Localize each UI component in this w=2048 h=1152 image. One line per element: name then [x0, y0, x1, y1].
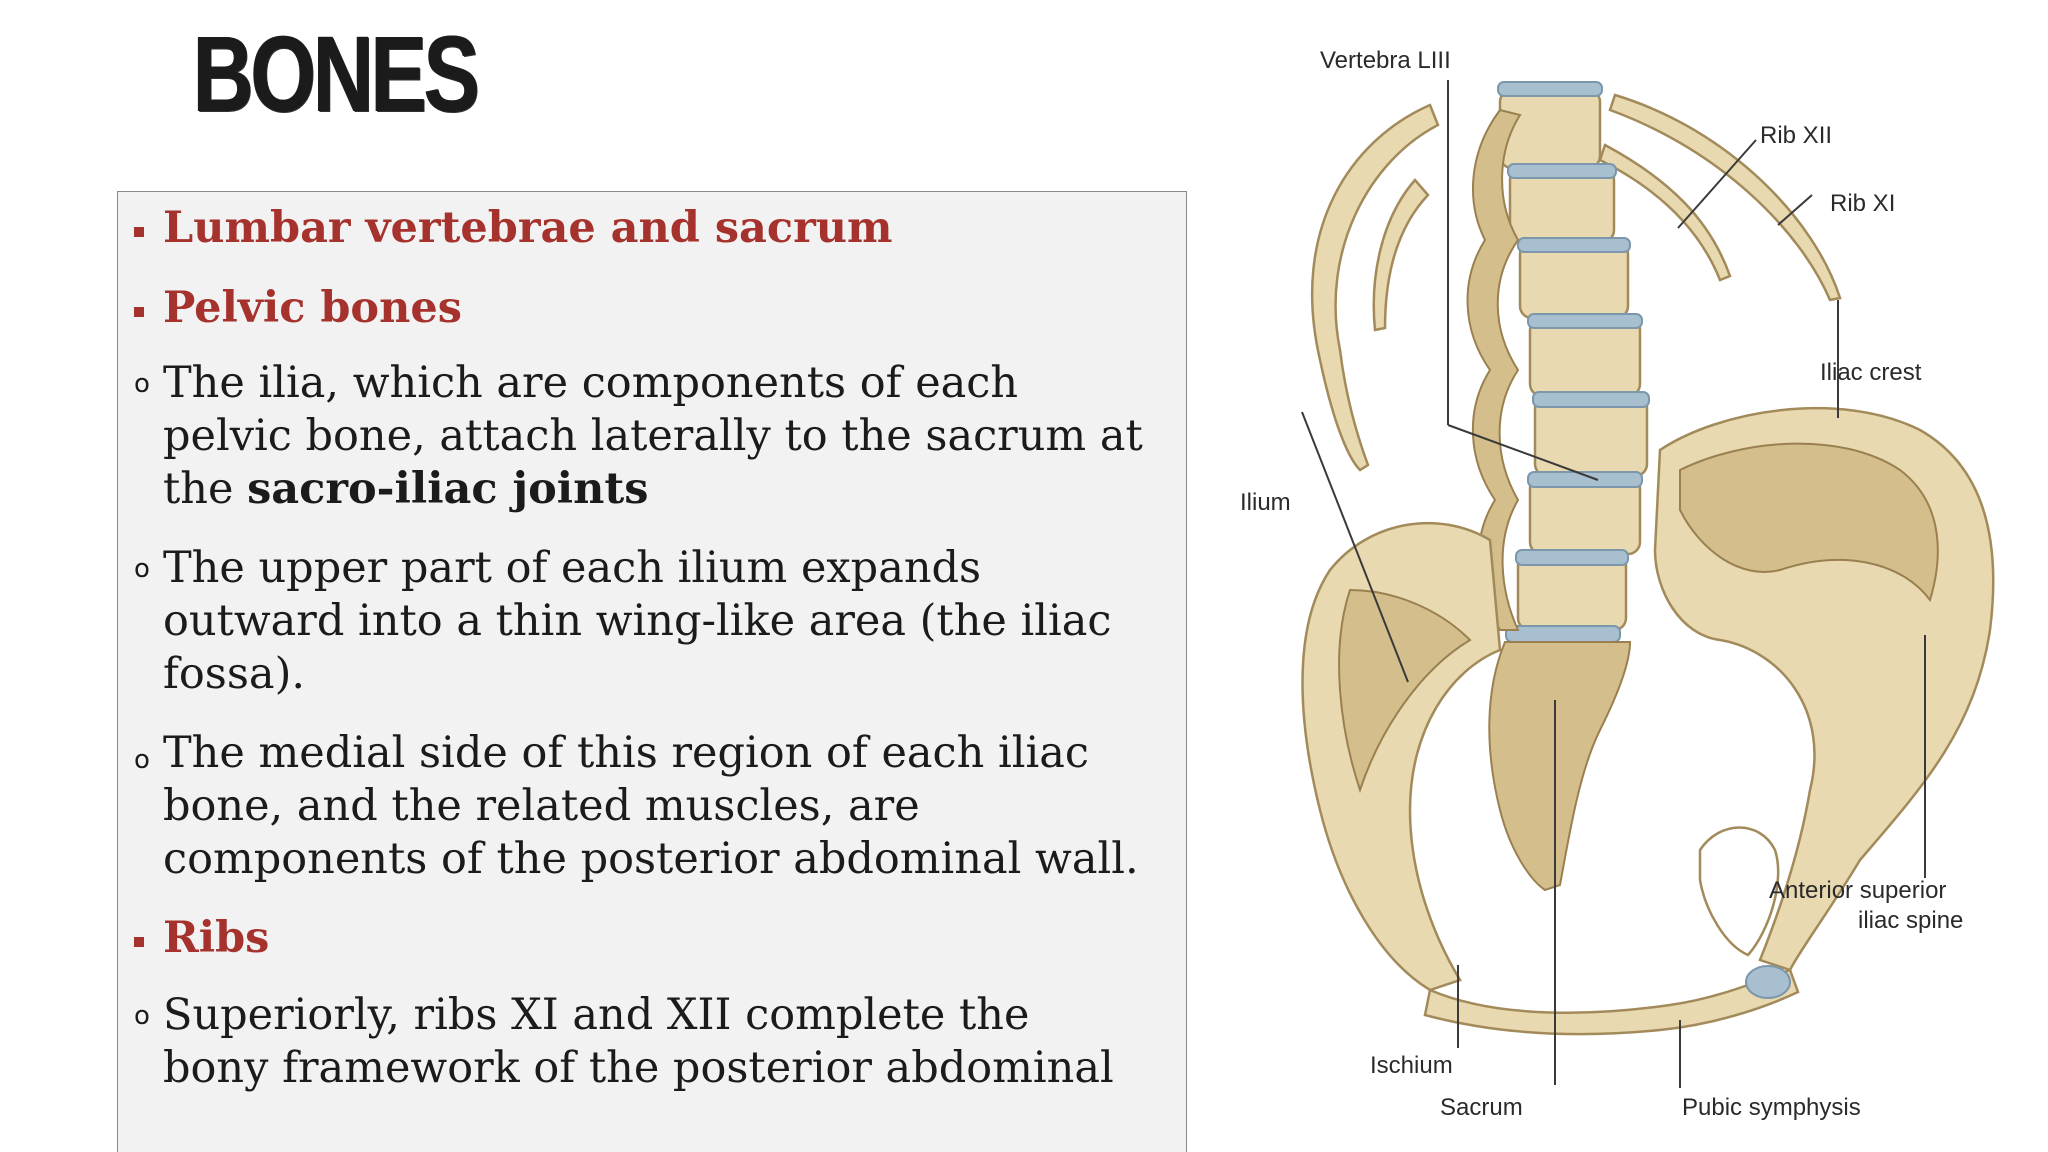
- vertebra-body: [1508, 166, 1616, 244]
- label-pubic: Pubic symphysis: [1682, 1094, 1861, 1121]
- bullet-text: Superiorly, ribs XI and XII complete the…: [163, 990, 1114, 1093]
- leader-ilium: [1301, 411, 1409, 683]
- spinous-processes: [1466, 108, 1522, 631]
- vertebra-body: [1498, 88, 1602, 170]
- bullet-text: Ribs: [163, 913, 270, 963]
- square-bullet-icon: [134, 307, 144, 317]
- obturator-foramen: [1698, 826, 1780, 957]
- leader-vertebra-2: [1447, 424, 1599, 481]
- vertebra-body: [1528, 316, 1642, 398]
- left-ilium: [1301, 521, 1502, 992]
- label-ischium: Ischium: [1370, 1052, 1453, 1079]
- label-sacrum: Sacrum: [1440, 1094, 1523, 1121]
- rib-left-long: [1310, 103, 1440, 472]
- disc: [1527, 471, 1643, 488]
- slide-title: BONES: [193, 13, 480, 134]
- disc: [1505, 625, 1621, 643]
- label-rib12: Rib XII: [1760, 122, 1832, 149]
- bold-term: sacro-iliac joints: [247, 464, 649, 514]
- rib-xi: [1608, 93, 1842, 302]
- vertebra-body: [1518, 240, 1630, 320]
- left-iliac-fossa: [1338, 588, 1472, 794]
- circle-bullet-icon: o: [134, 369, 150, 399]
- leader-rib12: [1677, 139, 1757, 229]
- disc: [1527, 313, 1643, 329]
- square-bullet-icon: [134, 227, 144, 237]
- square-bullet-icon: [134, 937, 144, 947]
- right-iliac-fossa: [1679, 442, 1939, 603]
- label-asis-2: iliac spine: [1858, 907, 1963, 934]
- content-box: Lumbar vertebrae and sacrum Pelvic bones…: [117, 191, 1187, 1152]
- rib-xii: [1598, 143, 1732, 282]
- label-rib11: Rib XI: [1830, 190, 1895, 217]
- label-iliac-crest: Iliac crest: [1820, 359, 1922, 386]
- bullet-text: The medial side of this region of each i…: [163, 728, 1139, 884]
- bullet-text: Pelvic bones: [163, 283, 462, 333]
- rib-left-short: [1372, 178, 1430, 332]
- disc: [1532, 391, 1650, 408]
- label-vertebra: Vertebra LIII: [1320, 47, 1451, 74]
- leader-rib11: [1777, 194, 1813, 226]
- label-ilium: Ilium: [1240, 489, 1291, 516]
- bullet-text: The upper part of each ilium expands out…: [163, 543, 1112, 699]
- disc: [1497, 81, 1603, 97]
- circle-bullet-icon: o: [134, 554, 150, 584]
- label-asis-1: Anterior superior: [1769, 877, 1946, 904]
- circle-bullet-icon: o: [134, 745, 150, 775]
- pubic-ramus: [1423, 968, 1800, 1036]
- circle-bullet-icon: o: [134, 1001, 150, 1031]
- disc: [1515, 549, 1629, 566]
- pelvis-illustration: Vertebra LIII Rib XII Rib XI Iliac crest…: [1240, 47, 1995, 1121]
- anatomy-figure: Vertebra LIII Rib XII Rib XI Iliac crest…: [1200, 30, 2048, 1152]
- disc: [1517, 237, 1631, 253]
- bullet-text: Lumbar vertebrae and sacrum: [163, 203, 893, 253]
- pubic-symphysis: [1745, 965, 1791, 999]
- disc: [1507, 163, 1617, 179]
- sacrum: [1488, 641, 1632, 892]
